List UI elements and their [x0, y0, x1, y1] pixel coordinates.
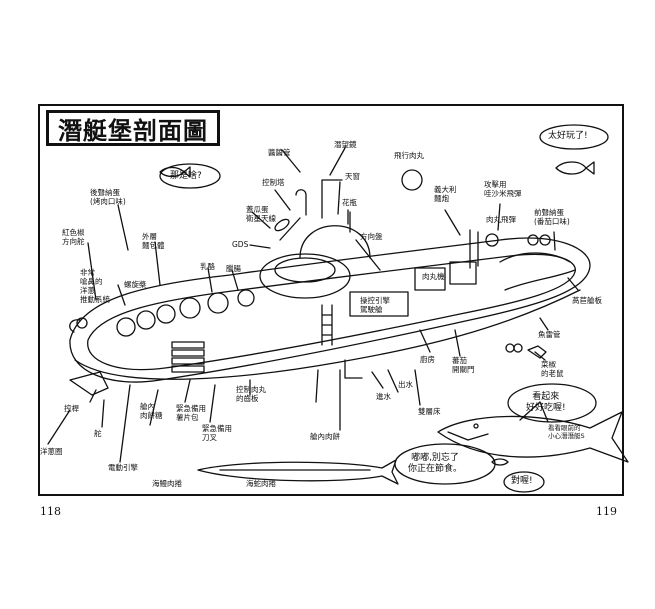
label-red-pepper-rudder: 紅色椒 方向舵 [62, 228, 85, 246]
label-skylight: 天窗 [345, 172, 360, 181]
label-pickle-torpedo: 肉丸機 [422, 272, 445, 281]
label-tomato-hatch: 蕃茄 開關門 [452, 356, 475, 374]
label-meatball-mine: 飛行肉丸 [394, 151, 424, 160]
page-title: 潛艇堡剖面圖 [58, 116, 208, 145]
bubble-too-fun [539, 124, 609, 150]
label-water-out: 出水 [398, 380, 413, 389]
page-number-left: 118 [40, 505, 61, 518]
label-flower-stem: 花瓶 [342, 198, 357, 207]
label-bunk-bed: 雙層床 [418, 407, 441, 416]
bubble-forget-text: 嘟嘟,別忘了 你正在節食。 [408, 453, 463, 474]
bubble-shark-text: 看起來 好好吃喔! [526, 392, 566, 413]
panel-frame [38, 104, 624, 496]
label-onion-ring: 洋蔥圈 [40, 447, 63, 456]
label-emergency-knife: 緊急備用 刀叉 [202, 424, 232, 442]
label-gps: GDS [232, 240, 249, 249]
label-joystick: 控桿 [64, 404, 79, 413]
bubble-shark [507, 383, 597, 423]
bubble-too-fun-text: 太好玩了! [548, 131, 588, 141]
bubble-forget [394, 443, 496, 485]
label-control-rod: 控制肉丸 的齒板 [236, 385, 266, 403]
label-main-engine: 電動引擎 [108, 463, 138, 472]
label-pepper-tube: 魚雷管 [538, 330, 561, 339]
label-control-tower: 控制塔 [262, 178, 285, 187]
label-engine-room: 操控引擎 駕駛艙 [360, 296, 390, 314]
label-water-in: 進水 [376, 392, 391, 401]
label-veg-mouse: 菜椒 的老鼠 [541, 360, 564, 378]
label-meatball-bomb: 肉丸飛彈 [486, 215, 516, 224]
label-front-radar: 前聲納蛋 (番茄口味) [534, 208, 570, 226]
label-attack-cannon: 攻擊用 哇沙米飛彈 [484, 180, 522, 198]
label-cheese: 乳酪 [200, 262, 215, 271]
label-scorpion-fish: 海鰻肉捲 [152, 479, 182, 488]
long-fish [197, 459, 399, 485]
label-lettuce-wall: 萵苣艙板 [572, 296, 602, 305]
bubble-fish-text: 那是啥? [170, 171, 202, 181]
label-kitchen: 廚房 [420, 355, 435, 364]
label-meat-deck: 艙內 肉餅糖 [140, 402, 163, 420]
shark-body [437, 411, 629, 463]
hull-outline [69, 237, 591, 383]
label-pork-sausage: 臘腸 [226, 264, 241, 273]
label-egg-satellite: 蓋瓜蛋 衛星天線 [246, 205, 276, 223]
label-emergency-chips: 緊急備用 薯片包 [176, 404, 206, 422]
label-rear-sonar: 後聲納蛋 (烤肉口味) [90, 188, 126, 206]
bubble-fish [159, 163, 221, 189]
title-box: 潛艇堡剖面圖 [46, 110, 220, 146]
label-sauce-tube: 醬醬管 [268, 148, 291, 157]
label-periscope: 潛望鏡 [334, 140, 357, 149]
bubble-right-text: 對喔! [511, 476, 533, 486]
label-rudder: 舵 [94, 429, 102, 438]
label-inner-bread: 艙內肉餅 [310, 432, 340, 441]
label-pickle-fish: 海蛇肉捲 [246, 479, 276, 488]
bottom-bun [74, 289, 581, 380]
label-shark-note: 看看眼前的 小心潛潛艇S [548, 424, 585, 440]
label-propeller: 螺旋槳 [124, 280, 147, 289]
label-outer-shell: 外層 麵包體 [142, 232, 165, 250]
bubble-right [503, 471, 545, 493]
page-number-right: 119 [596, 505, 617, 518]
label-steering-wheel: 方向盤 [360, 232, 383, 241]
label-meatball-cannon: 義大利 麵炮 [434, 185, 457, 203]
label-onion-engine: 非常 嗆鼻的 洋蔥 推動系統 [80, 268, 110, 304]
